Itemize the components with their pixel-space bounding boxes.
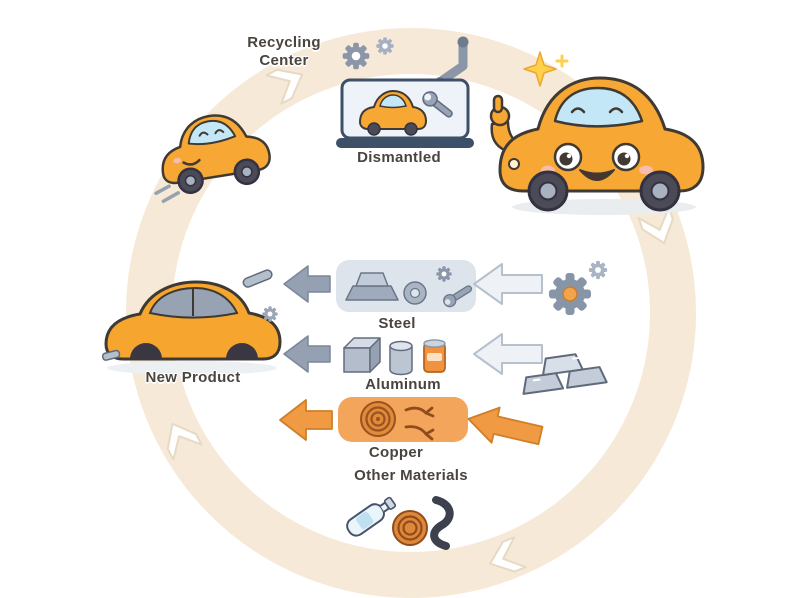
- car-wheels: [527, 170, 681, 212]
- copper-panel: [338, 397, 468, 442]
- arrow-into-aluminum: [473, 333, 543, 375]
- cycle-arrow-icon: [489, 536, 527, 573]
- small-car-eyes: [198, 129, 225, 137]
- other-materials-cluster: [346, 496, 454, 550]
- car-headlight: [508, 158, 520, 170]
- small-car-blush: [173, 157, 182, 164]
- mascot-car: [489, 51, 705, 215]
- copper-row: [279, 397, 544, 446]
- arrow-into-copper: [467, 406, 544, 446]
- metal-roll-icon: [403, 281, 427, 305]
- label-recycling-center-line1: Recycling: [247, 34, 321, 51]
- shredder-gears: [549, 260, 608, 315]
- cycle-arrow-icon: [637, 206, 674, 245]
- label-recycling-center-line2: Center: [259, 52, 309, 69]
- aluminum-cylinder-icon: [389, 340, 413, 376]
- car-shadow: [107, 361, 277, 375]
- aluminum-cube-icon: [343, 337, 381, 373]
- copper-coil-icon: [360, 401, 396, 437]
- aluminum-can-icon: [423, 339, 446, 373]
- plastic-bottle-icon: [346, 496, 397, 537]
- dismantling-station: [336, 36, 474, 148]
- station-car: [359, 90, 427, 136]
- station-base: [336, 138, 474, 148]
- metal-ingots-icon: [522, 353, 608, 395]
- car-shell-body: [104, 280, 282, 361]
- wrench-icon: [422, 91, 453, 118]
- label-copper: Copper: [368, 444, 424, 461]
- windshield-eyes: [570, 107, 624, 114]
- gear-icon: [342, 42, 370, 70]
- label-steel: Steel: [378, 315, 416, 332]
- arrow-left-copper: [279, 399, 333, 441]
- label-dismantled: Dismantled: [357, 149, 441, 166]
- wrench-icon: [443, 285, 473, 308]
- copper-coil-icon: [392, 510, 428, 546]
- arrow-left-steel: [283, 265, 331, 303]
- motion-lines-icon: [154, 184, 181, 203]
- small-car-smile: [182, 158, 201, 166]
- cycle-arrow-icon: [166, 422, 203, 461]
- steel-ingots-icon: [345, 272, 399, 301]
- gear-icon: [262, 306, 278, 322]
- arrow-left-aluminum: [283, 335, 331, 373]
- small-car-windshield: [187, 119, 237, 146]
- car-windshield: [553, 86, 644, 128]
- gear-icon: [588, 260, 608, 280]
- rubber-hose-icon: [430, 496, 454, 550]
- copper-wires-icon: [404, 406, 435, 441]
- arrow-into-steel: [473, 263, 543, 305]
- gear-icon: [376, 37, 394, 55]
- gear-center: [562, 286, 578, 302]
- new-product-car: [101, 269, 282, 375]
- loose-part-bolt: [101, 349, 121, 361]
- label-other-materials: Other Materials: [354, 467, 468, 484]
- label-new-product: New Product: [145, 369, 241, 386]
- small-car: [154, 114, 271, 203]
- aluminum-row: [283, 333, 543, 376]
- sparkle-icon: [523, 51, 569, 87]
- small-car-wheels: [177, 158, 261, 194]
- cycle-arrow-icon: [265, 68, 304, 105]
- label-aluminum: Aluminum: [365, 376, 441, 393]
- wheel-arch-rear: [226, 343, 258, 359]
- car-face: [541, 142, 653, 181]
- gear-icon: [436, 266, 452, 282]
- loose-part-pipe: [242, 269, 273, 288]
- wheel-arch-front: [130, 343, 162, 359]
- steel-row: [283, 260, 543, 312]
